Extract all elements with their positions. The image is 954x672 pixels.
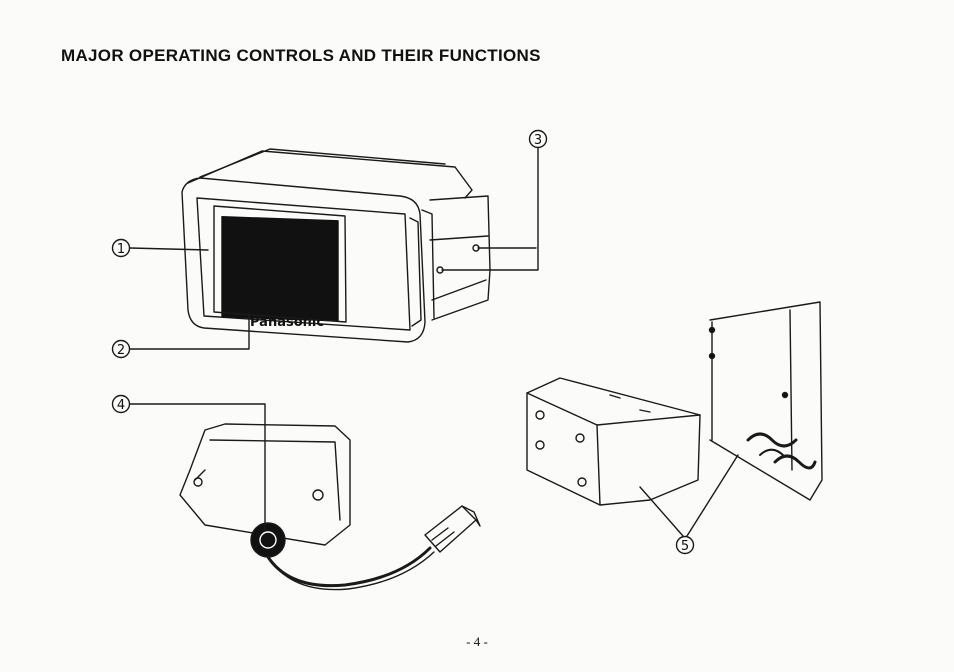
mounting-bracket-illustration — [526, 301, 823, 506]
page-title: MAJOR OPERATING CONTROLS AND THEIR FUNCT… — [61, 46, 541, 65]
connector-cable-illustration — [179, 423, 481, 591]
callout-2-label: 2 — [117, 343, 125, 358]
callout-5-circle — [675, 535, 695, 555]
page-number: - 4 - — [466, 634, 488, 649]
callout-3-label: 3 — [534, 133, 542, 148]
callout-1-label: 1 — [117, 242, 125, 257]
monitor-illustration — [181, 148, 491, 343]
callout-5-label: 5 — [681, 539, 689, 554]
callout-4-label: 4 — [117, 398, 125, 413]
brand-label: Panasonic — [250, 315, 324, 330]
